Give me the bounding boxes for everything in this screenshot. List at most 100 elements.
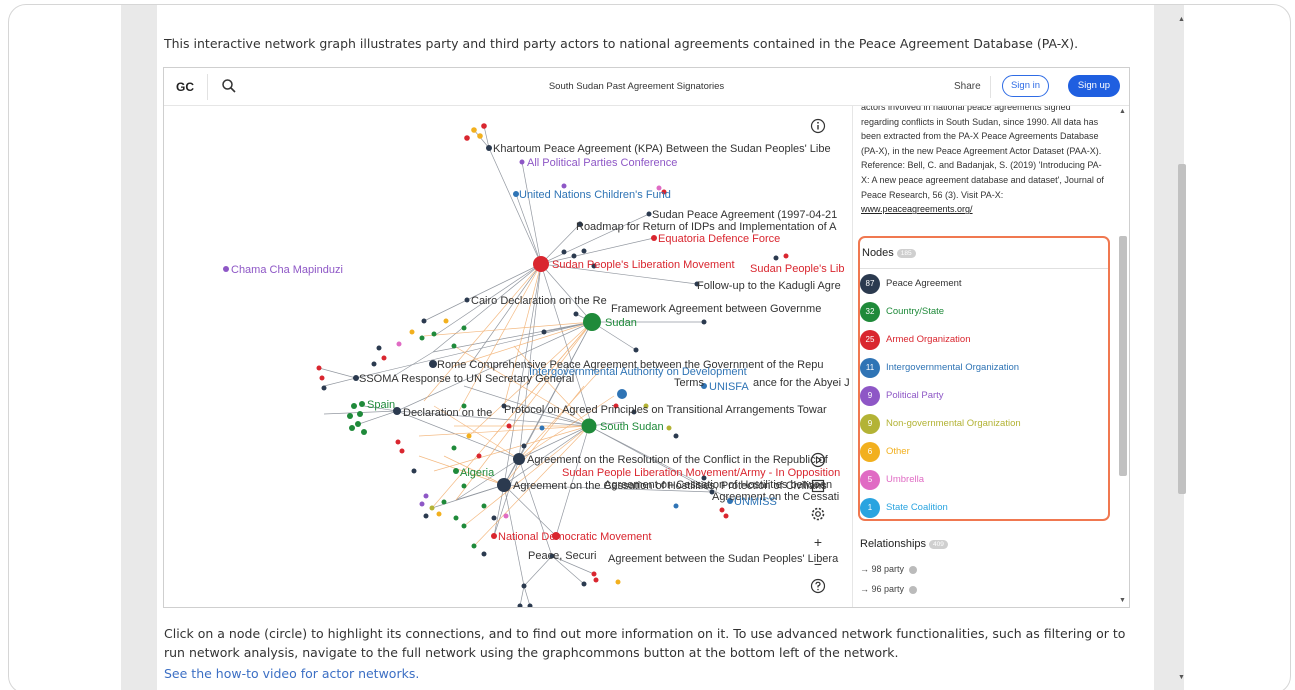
info-panel: actors involved in national peace agreem… [852, 106, 1129, 607]
relationship-label: → 96 party [860, 584, 905, 594]
label-splm-2: Sudan People's Lib [750, 263, 844, 275]
scroll-up-icon[interactable]: ▲ [1119, 108, 1126, 115]
label-cessation-3: Agreement on the Cessati [712, 491, 839, 503]
relationship-item[interactable]: → 98 party [860, 564, 917, 574]
play-icon[interactable] [808, 452, 828, 472]
node-south-sudan[interactable] [581, 418, 597, 434]
page-scrollbar-thumb[interactable] [1178, 164, 1186, 494]
graphcommons-logo[interactable]: GC [176, 80, 194, 94]
info-icon[interactable] [808, 118, 828, 138]
label-sudan-peace: Sudan Peace Agreement (1997-04-21 [652, 209, 837, 221]
node-igad[interactable] [617, 389, 627, 399]
label-unmiss: UNMISS [734, 496, 777, 508]
fit-screen-icon[interactable] [808, 478, 828, 498]
scroll-down-icon[interactable]: ▼ [1119, 597, 1126, 604]
legend-type-name: Political Party [886, 390, 944, 401]
zoom-in-icon[interactable]: + [813, 534, 823, 550]
node-splm[interactable] [533, 256, 549, 272]
network-labels: Khartoum Peace Agreement (KPA) Between t… [231, 143, 850, 565]
node-splm-io[interactable] [552, 532, 560, 540]
pax-link[interactable]: www.peaceagreements.org/ [861, 204, 973, 215]
legend-count-circle: 32 [860, 302, 880, 322]
legend-type-name: Other [886, 446, 910, 457]
label-roadmap: Roadmap for Return of IDPs and Implement… [576, 221, 837, 233]
node-unicef[interactable] [513, 191, 519, 197]
label-framework: Framework Agreement between Governme [611, 303, 821, 315]
howto-video-link[interactable]: See the how-to video for actor networks. [164, 666, 420, 681]
search-icon[interactable] [221, 78, 237, 94]
node-rome[interactable] [429, 360, 437, 368]
relationship-item[interactable]: → 96 party [860, 584, 917, 594]
label-splm: Sudan People's Liberation Movement [552, 259, 735, 271]
network-nodes[interactable] [223, 123, 789, 608]
scroll-up-icon[interactable]: ▲ [1178, 16, 1185, 23]
sign-up-button[interactable]: Sign up [1068, 75, 1120, 97]
info-dot-icon[interactable] [908, 585, 917, 594]
node-cluster[interactable] [316, 123, 789, 608]
label-between-splm: Agreement between the Sudan Peoples' Lib… [608, 553, 839, 565]
sign-in-button[interactable]: Sign in [1002, 75, 1049, 97]
scroll-down-icon[interactable]: ▼ [1178, 674, 1185, 681]
node-all-parties[interactable] [519, 159, 525, 165]
legend-item[interactable]: 6 Other [860, 442, 1108, 464]
panel-scrollbar-thumb[interactable] [1119, 236, 1127, 476]
label-ssoma: SSOMA Response to UN Secretary General [359, 373, 574, 385]
node-ndm[interactable] [491, 533, 497, 539]
share-button[interactable]: Share [954, 81, 981, 92]
legend-item[interactable]: 9 Political Party [860, 386, 1108, 408]
label-sudan: Sudan [605, 317, 637, 329]
relationships-label: Relationships [860, 538, 927, 550]
label-spain: Spain [367, 399, 395, 411]
node-resolution[interactable] [513, 453, 525, 465]
node-unmiss[interactable] [727, 498, 733, 504]
node-algeria[interactable] [453, 468, 459, 474]
page-scrollbar[interactable]: ▲ ▼ [1176, 14, 1188, 686]
nodes-label: Nodes [862, 247, 894, 259]
legend-count-circle: 5 [860, 470, 880, 490]
label-rome: Rome Comprehensive Peace Agreement betwe… [437, 359, 823, 371]
node-spain[interactable] [359, 401, 365, 407]
relationships-count-badge: 409 [929, 539, 948, 549]
graph-tools: + − [808, 106, 828, 607]
network-canvas[interactable]: Khartoum Peace Agreement (KPA) Between t… [164, 106, 852, 608]
node-chama[interactable] [223, 266, 229, 272]
help-icon[interactable] [808, 578, 828, 598]
label-south-sudan: South Sudan [600, 421, 664, 433]
label-protocol: Protocol on Agreed Principles on Transit… [504, 404, 827, 416]
node-unisfa[interactable] [701, 383, 707, 389]
legend-count-circle: 9 [860, 386, 880, 406]
description-text: actors involved in national peace agreem… [861, 106, 1104, 200]
relationship-label: → 98 party [860, 564, 905, 574]
node-khartoum[interactable] [486, 145, 492, 151]
nodes-count-badge: 185 [896, 248, 916, 258]
node-declaration[interactable] [393, 407, 401, 415]
label-ndm: National Democratic Movement [498, 531, 651, 543]
node-ssoma[interactable] [353, 375, 359, 381]
label-resolution: Agreement on the Resolution of the Confl… [527, 454, 829, 466]
label-equatoria: Equatoria Defence Force [658, 233, 780, 245]
zoom-out-icon[interactable]: − [813, 556, 823, 572]
info-dot-icon[interactable] [908, 565, 917, 574]
panel-scrollbar[interactable]: ▲ ▼ [1117, 106, 1129, 607]
settings-gear-icon[interactable] [808, 506, 828, 526]
node-equatoria[interactable] [651, 235, 657, 241]
legend-count-circle: 9 [860, 414, 880, 434]
legend-count-circle: 6 [860, 442, 880, 462]
node-sudan[interactable] [583, 313, 601, 331]
label-peace-security: Peace, Securi [528, 550, 596, 562]
network-graph[interactable]: Khartoum Peace Agreement (KPA) Between t… [164, 106, 852, 608]
node-cessation[interactable] [497, 478, 511, 492]
graph-toolbar: GC South Sudan Past Agreement Signatorie… [164, 68, 1129, 106]
toolbar-divider [990, 76, 991, 98]
label-terms: Terms [674, 377, 704, 389]
label-splm-io: Sudan People Liberation Movement/Army - … [562, 467, 840, 479]
